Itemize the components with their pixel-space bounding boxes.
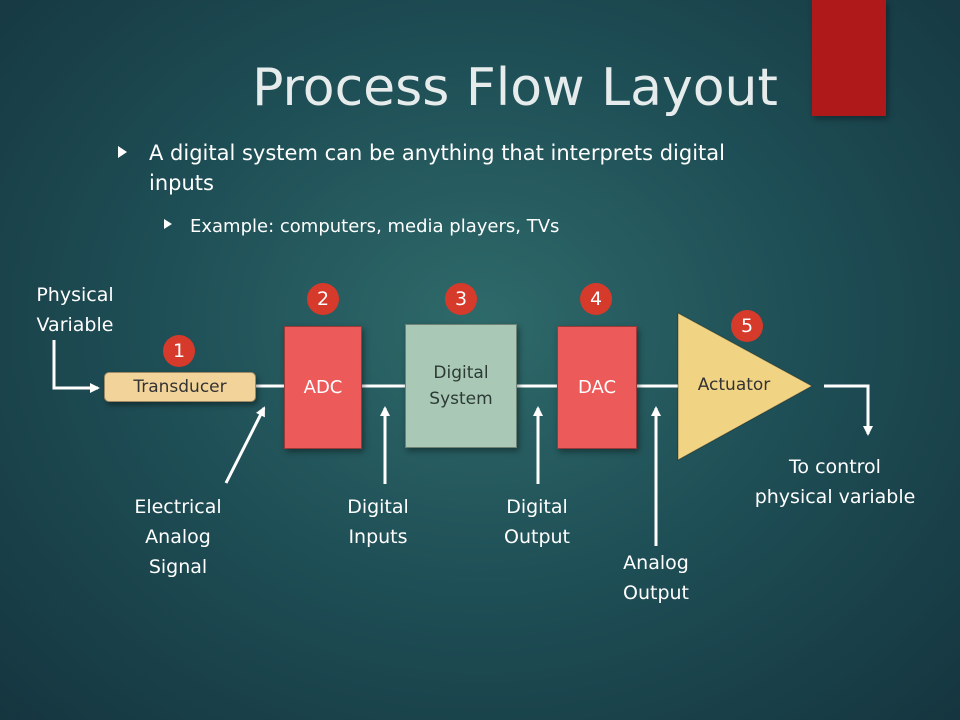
control-output-arrow	[824, 384, 873, 436]
digital-system-label-line2: System	[429, 389, 493, 409]
electrical-signal-pointer	[224, 406, 266, 484]
red-accent-bar	[812, 0, 886, 116]
physical-variable-arrow	[52, 340, 100, 393]
digital-inputs-line2: Inputs	[348, 526, 408, 548]
digital-system-block: Digital System	[405, 324, 517, 448]
bullet-item: A digital system can be anything that in…	[118, 138, 768, 198]
step-badge-2: 2	[307, 283, 339, 315]
digital-system-label-line1: Digital	[433, 363, 489, 383]
analog-output-line2: Output	[623, 582, 689, 604]
physical-variable-line2: Variable	[36, 314, 114, 336]
analog-output-line1: Analog	[623, 552, 689, 574]
digital-output-line1: Digital	[506, 496, 568, 518]
digital-inputs-label: Digital Inputs	[326, 492, 430, 552]
electrical-line1: Electrical	[134, 496, 222, 518]
digital-inputs-line1: Digital	[347, 496, 409, 518]
to-control-label: To control physical variable	[728, 452, 942, 512]
physical-variable-line1: Physical	[36, 284, 114, 306]
step-badge-1: 1	[163, 335, 195, 367]
dac-block: DAC	[557, 326, 637, 449]
to-control-line1: To control	[789, 456, 881, 478]
actuator-shape	[677, 312, 814, 461]
step-badge-3: 3	[445, 283, 477, 315]
transducer-label: Transducer	[133, 377, 227, 397]
actuator-label: Actuator	[698, 375, 771, 395]
step-badge-4: 4	[580, 283, 612, 315]
sub-bullet-text: Example: computers, media players, TVs	[190, 216, 560, 237]
transducer-block: Transducer	[104, 372, 256, 402]
physical-variable-label: Physical Variable	[10, 280, 140, 340]
electrical-line2: Analog	[145, 526, 211, 548]
sub-bullet-item: Example: computers, media players, TVs	[164, 214, 724, 240]
digital-output-line2: Output	[504, 526, 570, 548]
bullet-arrow-icon	[118, 146, 127, 158]
analog-output-label: Analog Output	[603, 548, 709, 608]
to-control-line2: physical variable	[754, 486, 916, 508]
bullet-text: A digital system can be anything that in…	[149, 141, 725, 195]
adc-block: ADC	[284, 326, 362, 449]
step-badge-5: 5	[731, 310, 763, 342]
electrical-analog-signal-label: Electrical Analog Signal	[110, 492, 246, 582]
adc-label: ADC	[303, 377, 343, 398]
digital-output-label: Digital Output	[484, 492, 590, 552]
slide-title: Process Flow Layout	[252, 58, 778, 118]
dac-label: DAC	[577, 377, 617, 398]
electrical-line3: Signal	[148, 556, 208, 578]
bullet-arrow-icon	[164, 219, 172, 229]
